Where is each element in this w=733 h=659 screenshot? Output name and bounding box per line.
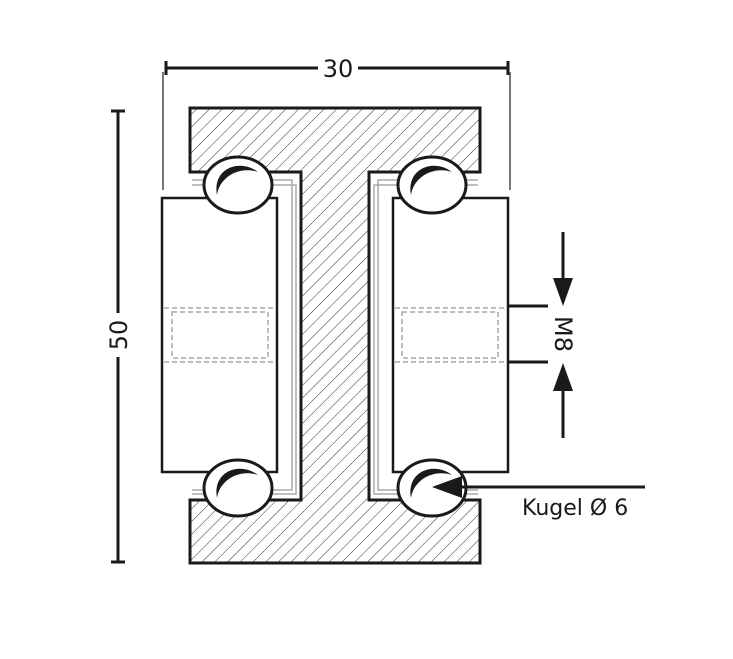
ball-bottom-left: [202, 458, 274, 518]
ball-top-left: [202, 155, 274, 215]
width-label: 30: [323, 55, 354, 83]
height-label: 50: [105, 320, 133, 351]
right-carriage: [391, 196, 510, 474]
thread-label: M8: [549, 316, 577, 352]
width-dimension: 30: [162, 55, 511, 190]
arrow-up-icon: [553, 363, 573, 391]
left-carriage: [160, 196, 279, 474]
left-thread-hole: [164, 307, 275, 363]
inner-rail-profile: [188, 106, 482, 565]
ball-bearings: [202, 155, 468, 518]
thread-dimension: M8: [508, 232, 577, 438]
arrow-down-icon: [553, 278, 573, 306]
arrow-left-icon: [432, 476, 462, 498]
ball-top-right: [396, 155, 468, 215]
right-thread-hole: [395, 307, 506, 363]
ball-callout: Kugel Ø 6: [432, 476, 645, 521]
height-dimension: 50: [105, 109, 133, 564]
ball-label: Kugel Ø 6: [522, 496, 628, 521]
